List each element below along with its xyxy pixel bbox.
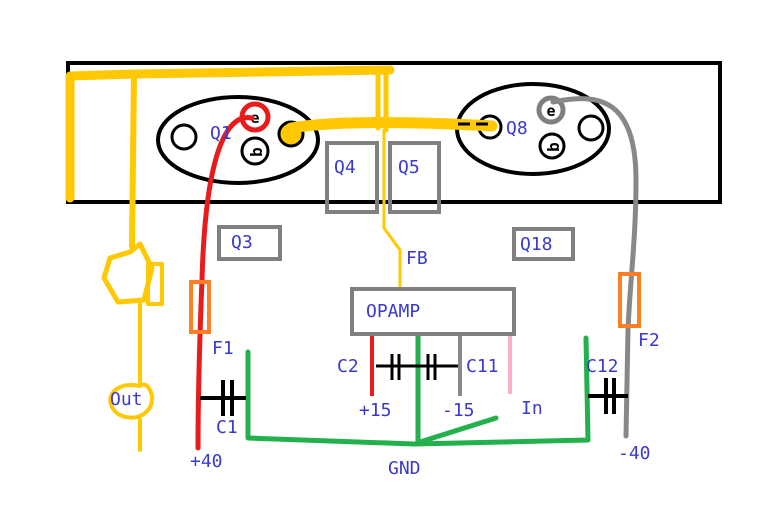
q8-package: e b xyxy=(455,82,611,176)
q4-box xyxy=(325,141,379,214)
q1-emitter-mark: e xyxy=(250,109,259,127)
capacitor-c2 xyxy=(376,354,418,380)
q18-label: Q18 xyxy=(520,234,553,255)
q3-label: Q3 xyxy=(231,232,253,253)
opamp-box xyxy=(350,287,516,336)
q3-box xyxy=(217,225,282,261)
q8-label: Q8 xyxy=(506,118,528,139)
q18-box xyxy=(512,227,575,261)
fb-label: FB xyxy=(406,248,428,269)
positive-rail-wire xyxy=(195,115,255,451)
capacitor-c11 xyxy=(418,354,460,380)
capacitor-c1 xyxy=(200,380,246,416)
q1-base-mark: b xyxy=(247,147,266,157)
minus40-label: -40 xyxy=(618,443,651,464)
c12-label: C12 xyxy=(586,356,619,377)
q8-base-mark: b xyxy=(544,142,563,152)
heatsink-bar xyxy=(66,61,722,204)
q1-package: e b xyxy=(156,95,320,185)
capacitor-c12 xyxy=(588,378,628,414)
gnd-label: GND xyxy=(388,458,421,479)
q5-box xyxy=(388,141,441,214)
plus15-label: +15 xyxy=(359,400,392,421)
c11-label: C11 xyxy=(466,356,499,377)
in-label: In xyxy=(521,398,543,419)
fuse-f2 xyxy=(618,272,641,328)
minus15-label: -15 xyxy=(442,400,475,421)
c1-label: C1 xyxy=(216,417,238,438)
plus40-label: +40 xyxy=(190,451,223,472)
f1-label: F1 xyxy=(212,338,234,359)
f2-label: F2 xyxy=(638,330,660,351)
q1-label: Q1 xyxy=(210,123,232,144)
fuse-f1 xyxy=(189,280,211,334)
negative-rail-wire xyxy=(550,96,639,439)
ground-wire xyxy=(245,327,591,447)
q5-label: Q5 xyxy=(398,157,420,178)
q4-label: Q4 xyxy=(334,157,356,178)
c2-label: C2 xyxy=(337,356,359,377)
q8-emitter-mark: e xyxy=(546,102,555,120)
opamp-label: OPAMP xyxy=(366,301,420,322)
out-label: Out xyxy=(110,389,143,410)
